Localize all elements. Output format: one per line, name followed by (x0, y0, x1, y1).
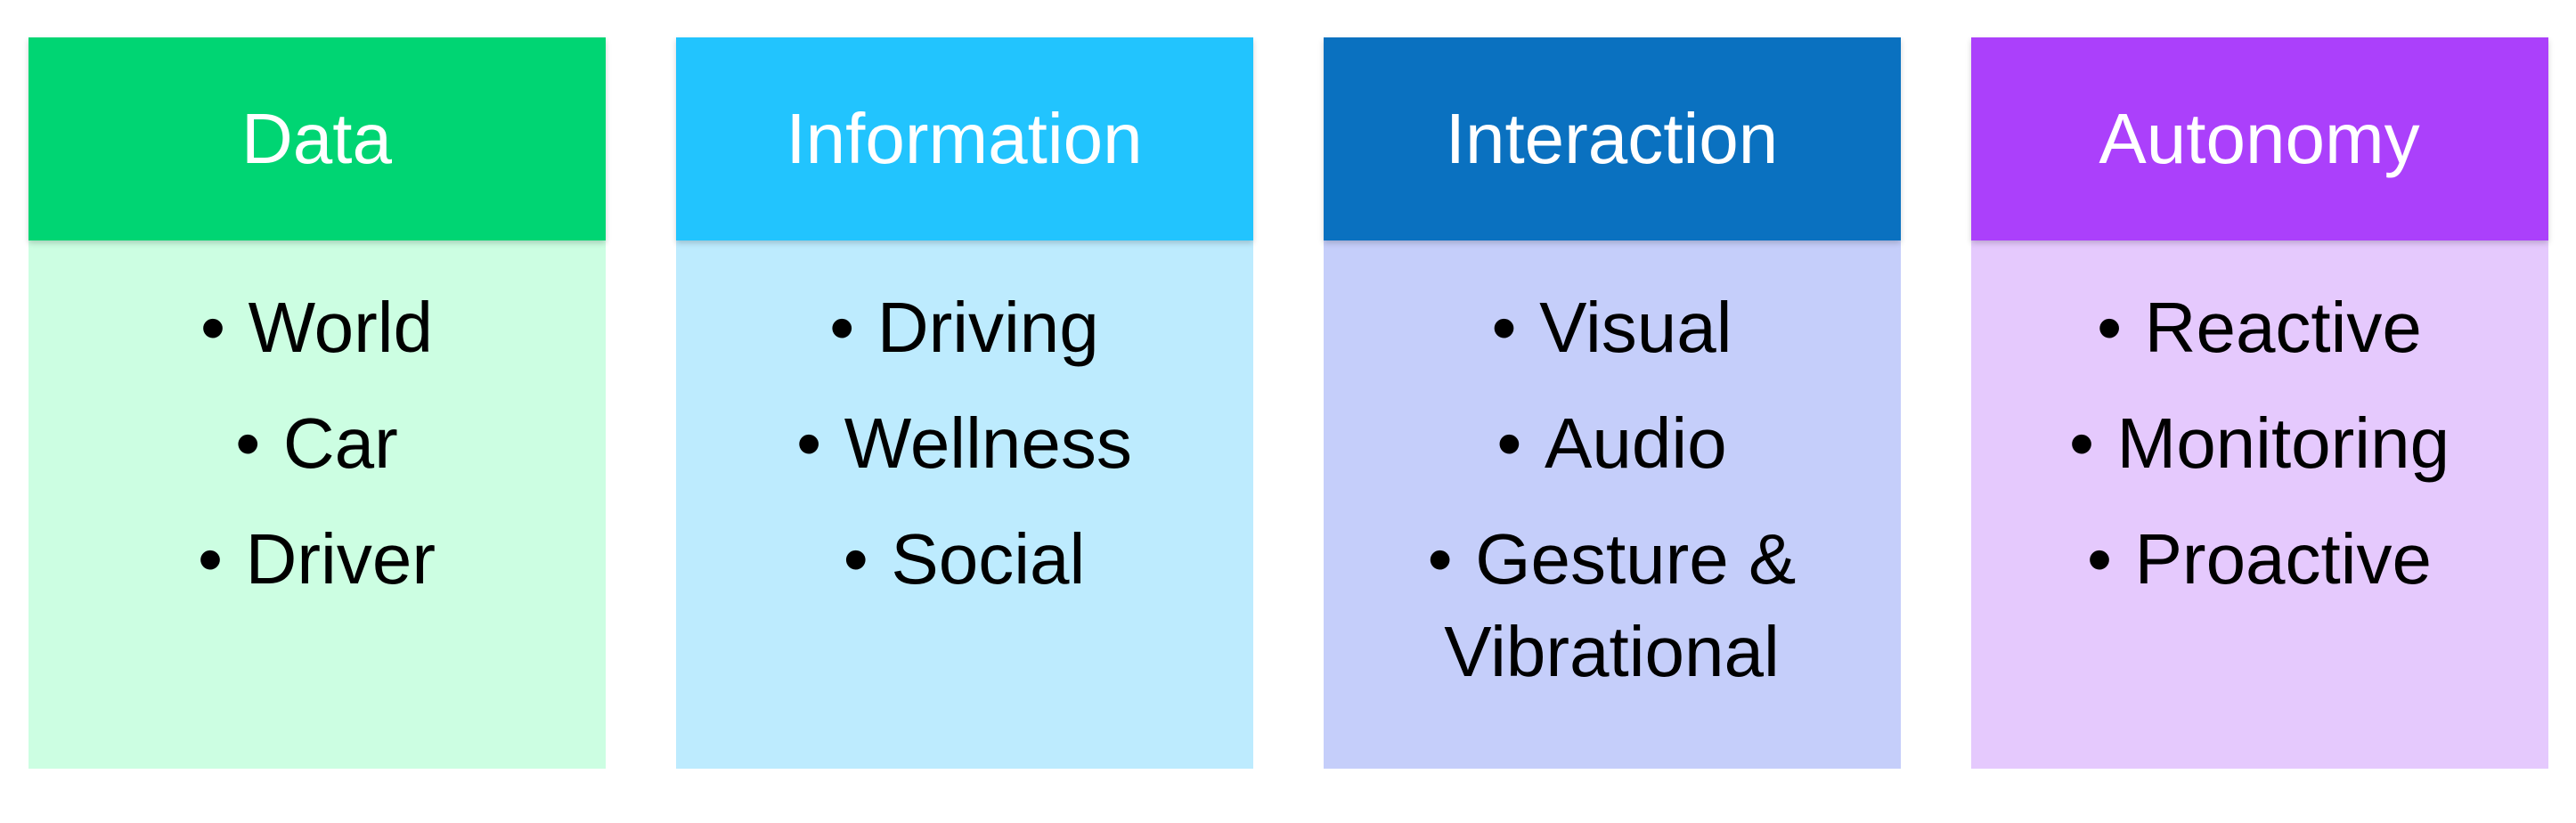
category-card-data: Data • World • Car • Driver (28, 37, 606, 769)
bullet-icon: • (235, 403, 261, 483)
bullet-icon: • (829, 288, 855, 367)
list-item: • Car (46, 397, 588, 490)
list-item: • Visual (1341, 281, 1883, 374)
card-header: Autonomy (1970, 37, 2548, 240)
card-title: Interaction (1445, 99, 1779, 178)
list-item-label: Reactive (2144, 288, 2422, 367)
list-item: • Audio (1341, 397, 1883, 490)
card-header: Data (28, 37, 606, 240)
list-item: • Proactive (1989, 513, 2531, 606)
card-title: Autonomy (2099, 99, 2420, 178)
category-cards-row: Data • World • Car • Driver Information (28, 37, 2548, 769)
list-item: • Driver (46, 513, 588, 606)
card-body: •Reactive •Monitoring •Proactive (1970, 240, 2548, 769)
bullet-icon: • (2068, 403, 2094, 483)
card-header: Information (675, 37, 1253, 240)
category-card-autonomy: Autonomy •Reactive •Monitoring •Proactiv… (1970, 37, 2548, 769)
list-item-label: Monitoring (2116, 403, 2450, 483)
list-item: • Monitoring (1989, 397, 2531, 490)
list-item-label: World (248, 288, 434, 367)
card-body: • Driving • Wellness • Social (675, 240, 1253, 769)
list-item-label: Driving (876, 288, 1099, 367)
category-card-information: Information • Driving • Wellness • Social (675, 37, 1253, 769)
bullet-icon: • (1496, 403, 1522, 483)
list-item-label: Proactive (2134, 519, 2433, 599)
list-item: • Wellness (694, 397, 1235, 490)
list-item-label: Driver (245, 519, 436, 599)
list-item-label: Gesture & Vibrational (1444, 519, 1797, 691)
bullet-icon: • (1491, 288, 1517, 367)
list-item: •Gesture & Vibrational (1341, 513, 1883, 698)
bullet-icon: • (198, 519, 224, 599)
list-item-label: Audio (1545, 403, 1727, 483)
card-title: Data (241, 99, 392, 178)
list-item-label: Wellness (844, 403, 1132, 483)
card-body: •Visual •Audio •Gesture & Vibrational (1323, 240, 1901, 769)
card-header: Interaction (1323, 37, 1901, 240)
category-card-interaction: Interaction •Visual •Audio •Gesture & Vi… (1323, 37, 1901, 769)
list-item: • Social (694, 513, 1235, 606)
list-item-label: Visual (1539, 288, 1732, 367)
card-title: Information (786, 99, 1143, 178)
card-body: • World • Car • Driver (28, 240, 606, 769)
list-item: • Driving (694, 281, 1235, 374)
bullet-icon: • (1427, 519, 1453, 599)
list-item: • Reactive (1989, 281, 2531, 374)
list-item-label: Social (891, 519, 1086, 599)
list-item-label: Car (282, 403, 398, 483)
bullet-icon: • (200, 288, 225, 367)
bullet-icon: • (843, 519, 868, 599)
bullet-icon: • (796, 403, 822, 483)
bullet-icon: • (2086, 519, 2112, 599)
bullet-icon: • (2097, 288, 2123, 367)
list-item: • World (46, 281, 588, 374)
